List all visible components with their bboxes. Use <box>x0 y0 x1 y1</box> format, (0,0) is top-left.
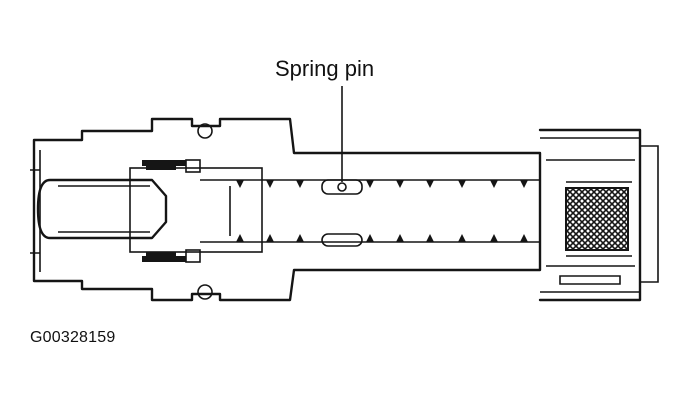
spring-pin <box>321 179 363 247</box>
spool <box>36 167 263 253</box>
lower-lug <box>197 284 213 300</box>
figure-id: G00328159 <box>30 329 116 346</box>
spring <box>200 179 540 243</box>
filter-screen <box>565 187 629 251</box>
upper-lug <box>197 123 213 139</box>
valve-body <box>30 117 542 302</box>
spring-pin-label: Spring pin <box>275 56 375 81</box>
seal-rings <box>142 159 201 263</box>
end-housing <box>538 128 659 302</box>
